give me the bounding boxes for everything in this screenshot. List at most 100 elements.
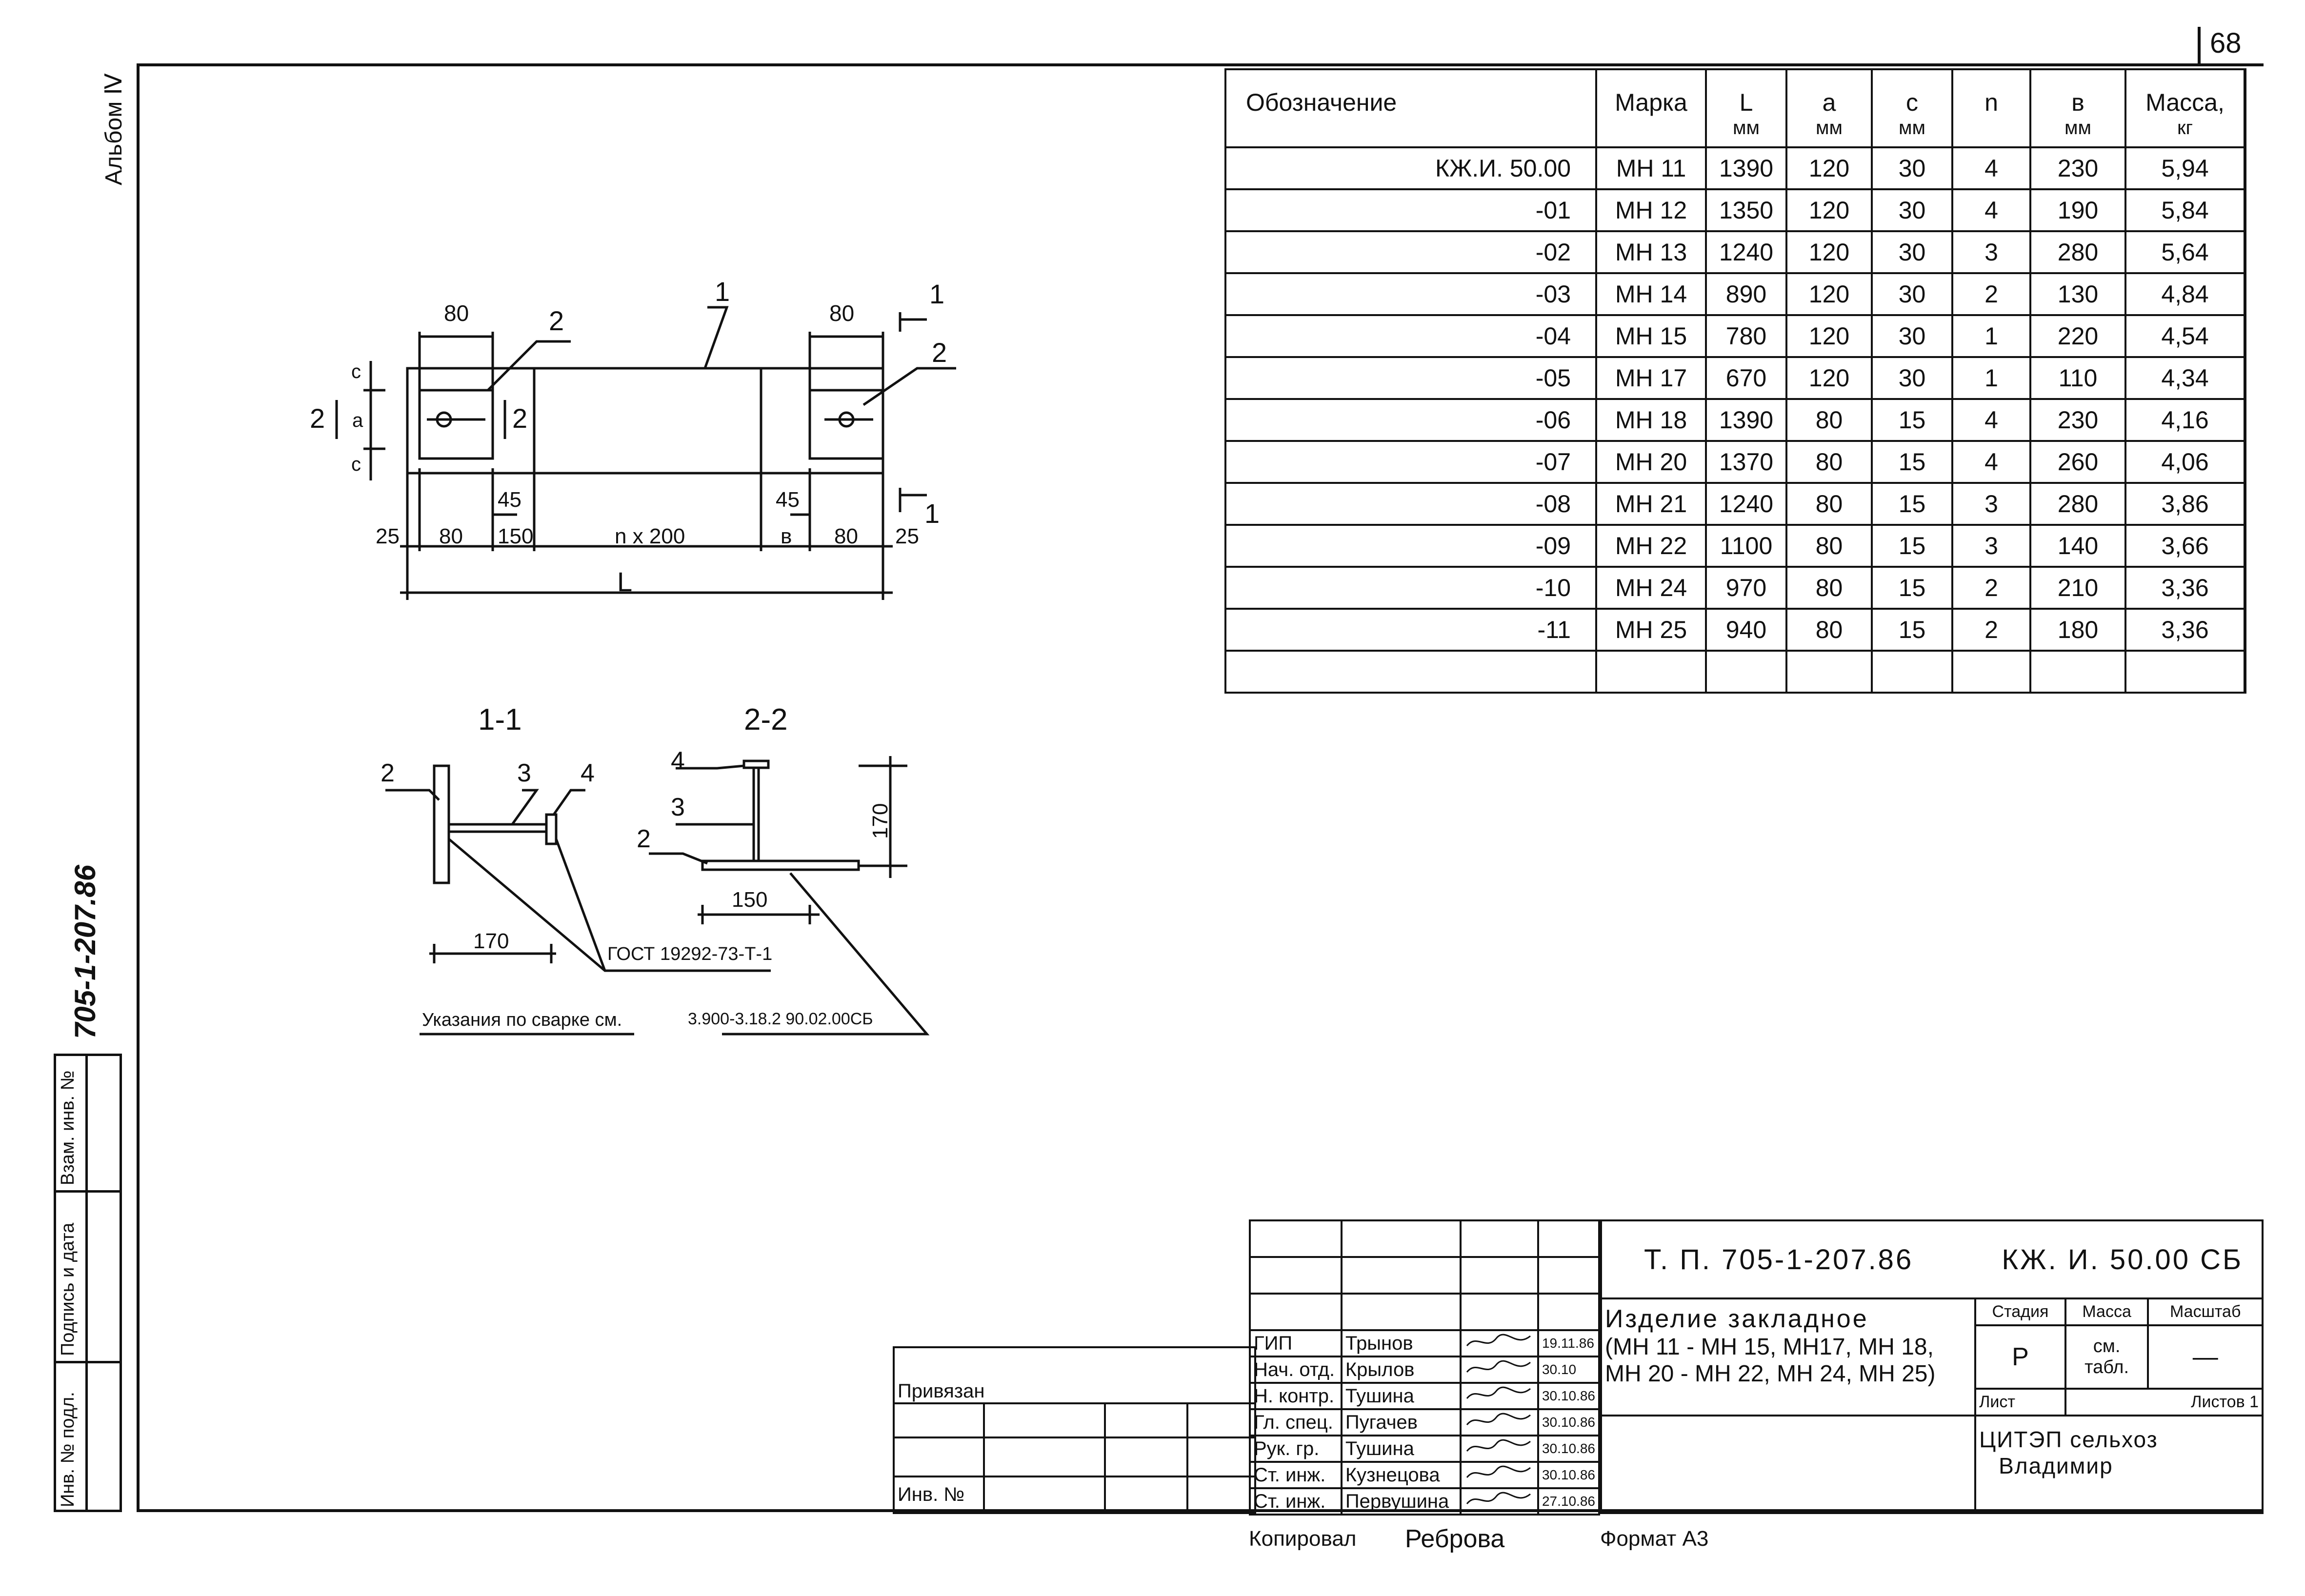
spec-cell: 1390 <box>1705 398 1787 442</box>
spec-cell: 15 <box>1871 524 1953 568</box>
spec-cell: 2 <box>1951 566 2031 610</box>
dim-170-vertical: 170 <box>868 803 892 839</box>
spec-cell: -11 <box>1224 608 1597 652</box>
doc-code: КЖ. И. 50.00 СБ <box>2002 1243 2244 1276</box>
sheets-label: Листов 1 <box>2064 1388 2264 1416</box>
signer-date: 30.10.86 <box>1537 1408 1601 1436</box>
spec-cell: 15 <box>1871 566 1953 610</box>
dim-80-bottom-right: 80 <box>834 524 858 548</box>
dim-80-bottom-left: 80 <box>439 524 463 548</box>
side-stamp-box <box>54 1054 122 1512</box>
spec-cell: 4 <box>1951 188 2031 232</box>
vzam-label: Взам. инв. № <box>58 1070 78 1185</box>
spec-cell: 280 <box>2029 482 2126 526</box>
callout-2-left: 2 <box>549 305 564 336</box>
spec-cell: 180 <box>2029 608 2126 652</box>
spec-cell: -04 <box>1224 314 1597 358</box>
signature-scribble <box>1466 1334 1531 1346</box>
spec-cell: 120 <box>1785 230 1873 274</box>
spec-cell: 3,66 <box>2125 524 2246 568</box>
spec-cell: МН 14 <box>1595 272 1707 316</box>
spec-cell: 220 <box>2029 314 2126 358</box>
signature-scribble <box>1466 1386 1531 1399</box>
spec-cell: МН 22 <box>1595 524 1707 568</box>
dim-c-bottom: c <box>351 454 361 475</box>
spec-cell: 80 <box>1785 440 1873 484</box>
weld-reference: 3.900-3.18.2 90.02.00СБ <box>688 1010 873 1028</box>
spec-cell: 5,84 <box>2125 188 2246 232</box>
spec-cell: 780 <box>1705 314 1787 358</box>
spec-row <box>1224 650 2246 694</box>
spec-cell: -08 <box>1224 482 1597 526</box>
stage-value: Р <box>1974 1324 2066 1390</box>
dim-c-top: c <box>351 361 361 382</box>
spec-cell: 120 <box>1785 188 1873 232</box>
spec-cell: МН 20 <box>1595 440 1707 484</box>
spec-cell: 4,84 <box>2125 272 2246 316</box>
spec-cell: 4,06 <box>2125 440 2246 484</box>
spec-cell: 120 <box>1785 146 1873 190</box>
section-mark-2-right: 2 <box>512 403 528 434</box>
spec-cell: 30 <box>1871 314 1953 358</box>
dim-45-right: 45 <box>776 488 800 512</box>
spec-cell <box>1224 650 1597 694</box>
side-stamp-line1 <box>54 1190 122 1193</box>
spec-cell: 1390 <box>1705 146 1787 190</box>
org-line-1: ЦИТЭП сельхоз <box>1979 1427 2158 1452</box>
page-number-rule <box>2198 27 2201 66</box>
org-line-2: Владимир <box>1999 1453 2113 1478</box>
footer-copier-name: Реброва <box>1405 1525 1505 1553</box>
spec-cell: 110 <box>2029 356 2126 400</box>
header-mass: Масса,кг <box>2125 68 2246 148</box>
dim-L: L <box>617 566 633 597</box>
spec-cell: -10 <box>1224 566 1597 610</box>
sheet-label: Лист <box>1974 1388 2066 1416</box>
spec-cell: 120 <box>1785 356 1873 400</box>
signer-date: 30.10 <box>1537 1356 1601 1384</box>
spec-cell: -07 <box>1224 440 1597 484</box>
signer-name: Пугачев <box>1340 1408 1462 1436</box>
stage-label: Стадия <box>1974 1297 2066 1326</box>
signer-date: 27.10.86 <box>1537 1487 1601 1516</box>
s1-label-2: 2 <box>381 759 395 787</box>
scale-label: Масштаб <box>2147 1297 2264 1326</box>
privyazan-block: Привязан Инв. № <box>893 1346 1257 1514</box>
dim-150-bottom: 150 <box>732 888 768 912</box>
spec-cell: 2 <box>1951 272 2031 316</box>
spec-cell: 4,34 <box>2125 356 2246 400</box>
signer-signature <box>1460 1461 1539 1489</box>
signer-name: Крылов <box>1340 1356 1462 1384</box>
spec-cell: 4 <box>1951 440 2031 484</box>
spec-cell: 940 <box>1705 608 1787 652</box>
spec-cell: 3,36 <box>2125 566 2246 610</box>
signer-signature <box>1460 1435 1539 1463</box>
signer-name: Тушина <box>1340 1382 1462 1410</box>
side-stamp-divider <box>85 1054 88 1512</box>
s1-label-4: 4 <box>581 759 595 787</box>
header-designation: Обозначение <box>1224 68 1597 148</box>
signer-role: Нач. отд. <box>1249 1356 1343 1384</box>
signature-scribble <box>1466 1492 1531 1504</box>
spec-cell: 280 <box>2029 230 2126 274</box>
signer-date: 30.10.86 <box>1537 1461 1601 1489</box>
spec-cell: МН 13 <box>1595 230 1707 274</box>
main-title-block: Т. П. 705-1-207.86 КЖ. И. 50.00 СБ Издел… <box>1600 1219 2264 1514</box>
s1-label-3: 3 <box>517 759 531 787</box>
spec-cell <box>1705 650 1787 694</box>
spec-cell: 15 <box>1871 440 1953 484</box>
spec-cell: 80 <box>1785 398 1873 442</box>
doc-number: Т. П. 705-1-207.86 <box>1644 1243 1914 1276</box>
